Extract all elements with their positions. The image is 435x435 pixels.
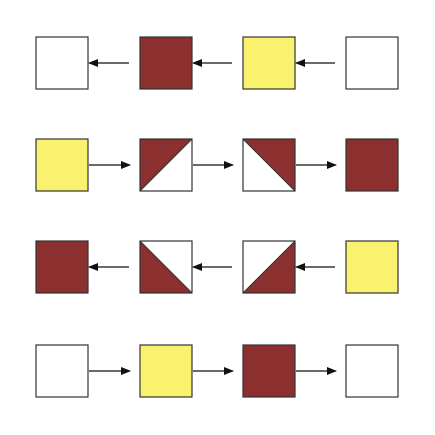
square-r1-c2 [139,36,193,90]
square-r3-c1 [35,240,89,294]
square-fill [35,138,89,192]
square-fill [35,36,89,90]
square-r4-c1 [35,344,89,398]
row-2 [35,138,399,192]
square-diagonal [139,240,193,294]
square-r2-c4 [345,138,399,192]
square-r4-c4 [345,344,399,398]
row-1 [35,36,399,90]
square-r3-c4 [345,240,399,294]
square-fill [139,344,193,398]
square-r2-c3 [242,138,296,192]
square-fill [242,36,296,90]
square-diagonal [242,240,296,294]
square-r4-c3 [242,344,296,398]
square-fill [35,240,89,294]
square-fill [345,138,399,192]
square-diagonal [242,138,296,192]
square-r3-c3 [242,240,296,294]
square-fill [345,240,399,294]
square-border [242,138,296,192]
square-r1-c4 [345,36,399,90]
square-fill [242,344,296,398]
square-r4-c2 [139,344,193,398]
square-fill [139,36,193,90]
square-fill [35,344,89,398]
row-3 [35,240,399,294]
square-r2-c1 [35,138,89,192]
square-r2-c2 [139,138,193,192]
square-fill [345,36,399,90]
square-fill [345,344,399,398]
square-r1-c1 [35,36,89,90]
square-r3-c2 [139,240,193,294]
square-diagonal [139,138,193,192]
diagram-grid [35,36,399,398]
square-border [139,138,193,192]
row-4 [35,344,399,398]
square-r1-c3 [242,36,296,90]
